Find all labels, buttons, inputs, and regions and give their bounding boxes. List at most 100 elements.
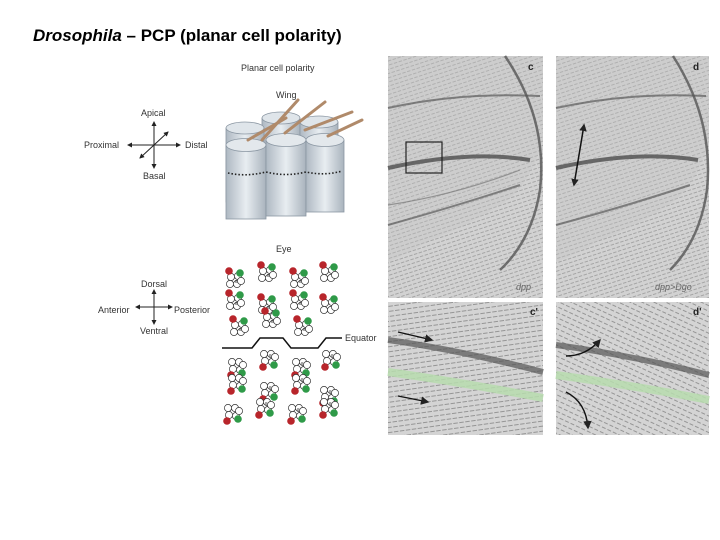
ommatidium-number: 8 <box>235 301 238 306</box>
title-rest: – PCP (planar cell polarity) <box>121 26 342 45</box>
axis-apical: Apical <box>141 108 166 118</box>
red-photoreceptor <box>287 417 295 425</box>
ommatidium-number: 8 <box>269 353 272 358</box>
green-photoreceptor <box>300 291 308 299</box>
red-photoreceptor <box>261 307 269 315</box>
red-photoreceptor <box>257 293 265 301</box>
ommatidium-number: 8 <box>301 377 304 382</box>
red-photoreceptor <box>259 363 267 371</box>
wing-axes-cross <box>127 121 181 169</box>
red-photoreceptor <box>293 315 301 323</box>
ommatidium-number: 8 <box>267 273 270 278</box>
green-photoreceptor <box>236 291 244 299</box>
ommatidium-number: 8 <box>265 401 268 406</box>
red-photoreceptor <box>319 261 327 269</box>
red-photoreceptor <box>319 411 327 419</box>
red-photoreceptor <box>225 267 233 275</box>
ommatidium: 8 <box>225 289 245 310</box>
green-photoreceptor <box>330 409 338 417</box>
green-photoreceptor <box>272 309 280 317</box>
wing-cells-illustration <box>225 98 364 220</box>
axis-proximal: Proximal <box>84 140 119 150</box>
red-photoreceptor <box>319 293 327 301</box>
green-photoreceptor <box>268 263 276 271</box>
green-photoreceptor <box>304 317 312 325</box>
green-photoreceptor <box>270 393 278 401</box>
red-photoreceptor <box>289 289 297 297</box>
axis-anterior: Anterior <box>98 305 130 315</box>
red-photoreceptor <box>223 417 231 425</box>
ommatidium-number: 8 <box>303 327 306 332</box>
green-photoreceptor <box>268 295 276 303</box>
diagram-heading: Planar cell polarity <box>241 63 315 73</box>
green-photoreceptor <box>330 263 338 271</box>
green-photoreceptor <box>240 317 248 325</box>
ommatidium <box>223 404 243 425</box>
ommatidium: 8 <box>261 307 281 328</box>
panel-label-d-prime: d' <box>693 307 702 318</box>
green-photoreceptor <box>266 409 274 417</box>
red-photoreceptor <box>291 387 299 395</box>
red-photoreceptor <box>289 267 297 275</box>
axis-basal: Basal <box>143 171 166 181</box>
ommatidium-number: 8 <box>235 279 238 284</box>
ommatidium <box>319 293 339 314</box>
panel-label-c-prime: c' <box>530 307 538 318</box>
ommatidium <box>319 261 339 282</box>
ommatidium-number: 8 <box>297 407 300 412</box>
panel-label-c: c <box>528 62 534 73</box>
ommatidium-number: 8 <box>329 389 332 394</box>
equator-line <box>222 337 342 349</box>
micrograph-d-prime <box>555 302 710 435</box>
ommatidium-number: 8 <box>271 319 274 324</box>
micrograph-c-prime <box>387 302 544 435</box>
micrograph-d <box>555 55 710 298</box>
ommatidium-number: 8 <box>299 279 302 284</box>
ommatidium: 8 <box>259 350 279 371</box>
ommatidium: 8 <box>289 289 309 310</box>
green-photoreceptor <box>302 385 310 393</box>
ommatidium: 8 <box>289 267 309 288</box>
wing-label: Wing <box>276 90 297 100</box>
genotype-c: dpp <box>516 282 531 292</box>
slide-title: Drosophila – PCP (planar cell polarity) <box>33 26 342 46</box>
equator-label: Equator <box>345 333 377 343</box>
ommatidium-number: 8 <box>329 401 332 406</box>
red-photoreceptor <box>321 363 329 371</box>
double-arrow <box>571 123 587 187</box>
ommatidium <box>227 374 247 395</box>
green-photoreceptor <box>236 269 244 277</box>
ommatidium: 8 <box>293 315 313 336</box>
micrograph-c <box>387 55 543 298</box>
green-photoreceptor <box>234 415 242 423</box>
ommatidium: 8 <box>287 404 307 425</box>
panel-label-d: d <box>693 62 699 73</box>
ommatidium: 8 <box>225 267 245 288</box>
title-italic: Drosophila <box>33 26 122 45</box>
green-photoreceptor <box>300 269 308 277</box>
ommatidium-number: 8 <box>331 353 334 358</box>
red-photoreceptor <box>225 289 233 297</box>
red-photoreceptor <box>257 261 265 269</box>
ommatidium: 8 <box>319 398 339 419</box>
ommatidium: 8 <box>321 350 341 371</box>
genotype-d: dpp>Dgo <box>655 282 692 292</box>
eye-axes-cross <box>135 289 173 325</box>
green-photoreceptor <box>298 415 306 423</box>
ommatidium-number: 8 <box>239 327 242 332</box>
red-photoreceptor <box>255 411 263 419</box>
axis-ventral: Ventral <box>140 326 168 336</box>
ommatidium: 8 <box>291 374 311 395</box>
red-photoreceptor <box>229 315 237 323</box>
ommatidium-number: 8 <box>267 305 270 310</box>
ommatidium-number: 8 <box>299 301 302 306</box>
eye-label: Eye <box>276 244 292 254</box>
ommatidium: 8 <box>255 398 275 419</box>
axis-distal: Distal <box>185 140 208 150</box>
red-photoreceptor <box>227 387 235 395</box>
green-photoreceptor <box>238 385 246 393</box>
ommatidium-number: 8 <box>301 361 304 366</box>
ommatidium: 8 <box>229 315 249 336</box>
